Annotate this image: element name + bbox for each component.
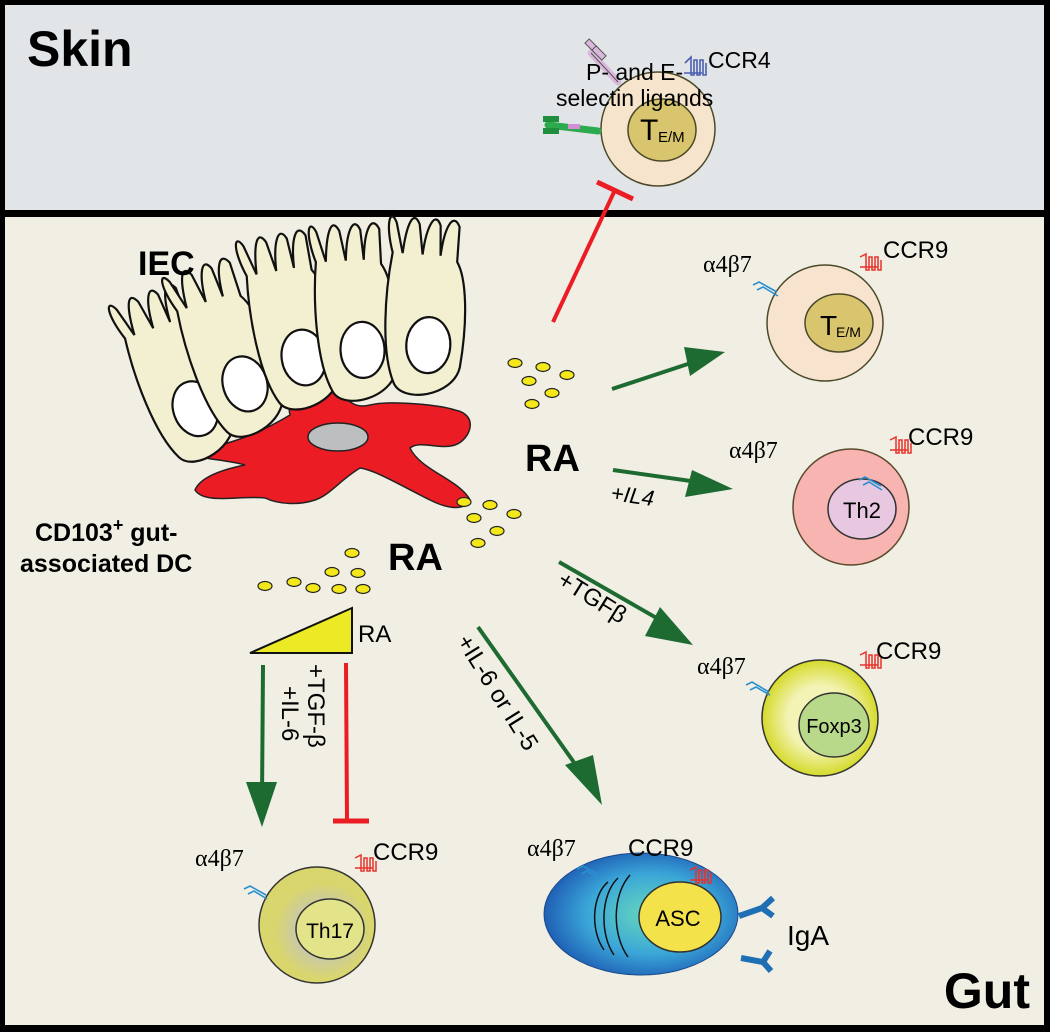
ra-dots-upper <box>507 357 575 410</box>
asc-integrin-label: α4β7 <box>527 836 576 862</box>
skin-tem-cell: T E/M <box>600 71 716 187</box>
tem-gut-cell: T E/M <box>766 264 884 382</box>
ra-dots-lower <box>257 547 371 595</box>
ccr4-receptor-icon <box>684 55 707 76</box>
gut-title: Gut <box>944 963 1030 1019</box>
asc-cell-label: ASC <box>655 906 700 931</box>
ra-dots-middle <box>456 496 522 549</box>
intestinal-epithelial-cells <box>107 215 467 463</box>
skin-inhibition-bar <box>551 179 635 323</box>
skin-cell-sublabel: E/M <box>658 129 685 146</box>
asc-cell: ASC <box>543 852 739 976</box>
th17-ccr9-label: CCR9 <box>373 839 438 866</box>
integrin-receptor-icons <box>243 281 883 900</box>
ccr9-receptor-icons <box>354 252 912 884</box>
th2-cell-label: Th2 <box>843 498 881 523</box>
skin-region <box>5 5 1044 210</box>
tem-ccr9-label: CCR9 <box>883 237 948 264</box>
arrow-to-asc <box>476 625 602 805</box>
treg-ccr9-label: CCR9 <box>876 638 941 665</box>
ra-label-lower: RA <box>388 537 443 579</box>
tgfb-il6-label-line1: +TGF-β <box>302 664 329 748</box>
th17-cell-label: Th17 <box>306 920 354 943</box>
arrow-to-th2 <box>612 468 733 497</box>
treg-integrin-label: α4β7 <box>697 654 746 680</box>
tem-cell-sublabel: E/M <box>836 324 861 340</box>
iec-label: IEC <box>138 245 195 283</box>
arrow-to-treg <box>558 560 693 645</box>
asc-ccr9-label: CCR9 <box>628 835 693 862</box>
skin-cell-label: T <box>640 114 658 147</box>
dc-label-line2: associated DC <box>20 550 192 578</box>
p-selectin-ligand-icon <box>584 38 622 86</box>
treg-cell-label: Foxp3 <box>806 716 862 738</box>
dc-label-line1: CD103+ gut- <box>35 515 177 547</box>
iga-antibody-icon <box>738 895 776 973</box>
arrow-to-th17 <box>246 664 277 827</box>
selectin-label-line2: selectin ligands <box>556 85 713 111</box>
skin-title: Skin <box>27 21 133 77</box>
ccr4-label: CCR4 <box>708 47 771 73</box>
il4-label: +IL4 <box>609 480 655 511</box>
ra-gradient-triangle <box>249 606 353 654</box>
th2-cell: Th2 <box>792 448 910 566</box>
ra-gradient-label: RA <box>358 621 391 648</box>
tem-integrin-label: α4β7 <box>703 252 752 278</box>
th2-ccr9-label: CCR9 <box>908 424 973 451</box>
arrow-to-tem <box>611 347 725 391</box>
tgfb-il6-label-line2: +IL-6 <box>276 686 303 741</box>
inhibition-to-th17 <box>333 662 369 824</box>
treg-cell: Foxp3 <box>761 659 879 777</box>
selectin-label-line1: P- and E- <box>586 59 683 85</box>
e-selectin-ligand-icon <box>543 116 602 135</box>
th2-integrin-label: α4β7 <box>729 438 778 464</box>
iga-label: IgA <box>787 920 829 951</box>
th17-cell: Th17 <box>258 866 376 984</box>
ra-label-upper: RA <box>525 438 580 480</box>
th17-integrin-label: α4β7 <box>195 846 244 872</box>
tem-cell-label: T <box>820 310 837 341</box>
